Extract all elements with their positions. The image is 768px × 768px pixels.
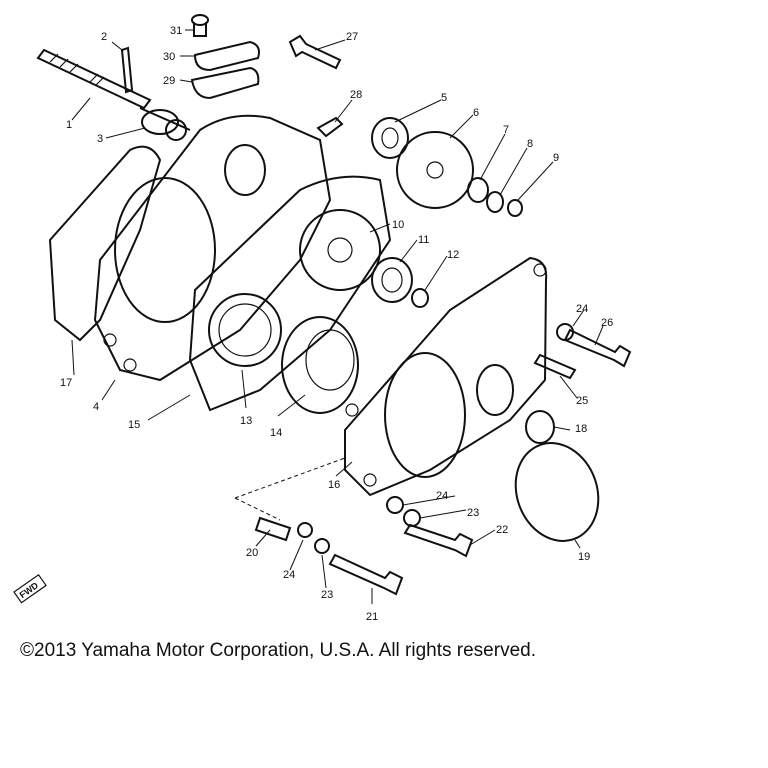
clip-part-18 [525, 410, 555, 444]
callout-9: 9 [553, 152, 559, 164]
washer-part-24a [386, 496, 404, 514]
callout-14: 14 [270, 427, 282, 439]
bolt-part-28 [316, 116, 344, 138]
callout-23b: 23 [321, 589, 333, 601]
callout-6: 6 [473, 107, 479, 119]
washer-part-23b [314, 538, 330, 554]
dowel-part-20 [254, 516, 292, 542]
screw-part-31 [191, 14, 209, 37]
case-part-4 [93, 114, 332, 382]
washer-part-24b [297, 522, 313, 538]
bolt-part-22 [403, 523, 474, 558]
washer-part-7 [467, 177, 489, 203]
fwd-direction-badge: FWD [13, 573, 47, 604]
bearing-part-11 [371, 257, 413, 303]
washer-part-8 [486, 191, 504, 213]
callout-31: 31 [170, 25, 182, 37]
callout-27: 27 [346, 31, 358, 43]
callout-10: 10 [392, 219, 404, 231]
callout-29: 29 [163, 75, 175, 87]
callout-24c: 24 [576, 303, 588, 315]
callout-5: 5 [441, 92, 447, 104]
callout-18: 18 [575, 423, 587, 435]
callout-21: 21 [366, 611, 378, 623]
callout-3: 3 [97, 133, 103, 145]
callout-22: 22 [496, 524, 508, 536]
copyright-notice: ©2013 Yamaha Motor Corporation, U.S.A. A… [20, 640, 536, 661]
callout-23: 23 [467, 507, 479, 519]
callout-15: 15 [128, 419, 140, 431]
guide-line [234, 457, 346, 521]
gear-part-13 [208, 293, 282, 367]
oring-part-19 [514, 442, 600, 542]
washer-part-24c [556, 323, 574, 341]
pin-part-2 [120, 46, 134, 94]
exploded-parts-diagram: 1 2 3 4 5 6 7 8 9 10 11 12 13 14 15 16 1… [13, 14, 632, 623]
callout-12: 12 [447, 249, 459, 261]
callout-1: 1 [66, 119, 72, 131]
callout-2: 2 [101, 31, 107, 43]
shaft-part-1 [36, 48, 191, 131]
callout-16: 16 [328, 479, 340, 491]
clip-part-9 [507, 199, 523, 217]
sprocket-part-6 [396, 131, 474, 209]
callout-25: 25 [576, 395, 588, 407]
gasket-part-30 [193, 40, 260, 72]
bolt-part-21 [328, 553, 404, 596]
callout-28: 28 [350, 89, 362, 101]
gear-part-10 [299, 209, 381, 291]
callout-24: 24 [436, 490, 448, 502]
callout-13: 13 [240, 415, 252, 427]
bolt-part-27 [288, 34, 342, 70]
callout-11: 11 [418, 234, 429, 246]
callout-19: 19 [578, 551, 590, 563]
callout-30: 30 [163, 51, 175, 63]
bushing-part-3 [141, 109, 187, 141]
cover-part-16 [344, 256, 548, 497]
gasket-part-15 [188, 175, 392, 412]
callout-26: 26 [601, 317, 613, 329]
callout-20: 20 [246, 547, 258, 559]
cam-part-14 [281, 316, 359, 414]
callout-labels: 1 2 3 4 5 6 7 8 9 10 11 12 13 14 15 16 1… [60, 25, 613, 623]
leader-lines [71, 29, 604, 604]
washer-part-23a [403, 509, 421, 527]
plate-part-29 [190, 66, 260, 100]
bolt-part-26 [563, 328, 632, 368]
callout-24b: 24 [283, 569, 295, 581]
callout-7: 7 [503, 124, 509, 136]
callout-17: 17 [60, 377, 72, 389]
bearing-part-5 [371, 117, 409, 159]
bolt-part-25 [533, 353, 577, 380]
clip-part-12 [411, 288, 429, 308]
gasket-part-17 [48, 145, 162, 342]
callout-8: 8 [527, 138, 533, 150]
callout-4: 4 [93, 401, 99, 413]
